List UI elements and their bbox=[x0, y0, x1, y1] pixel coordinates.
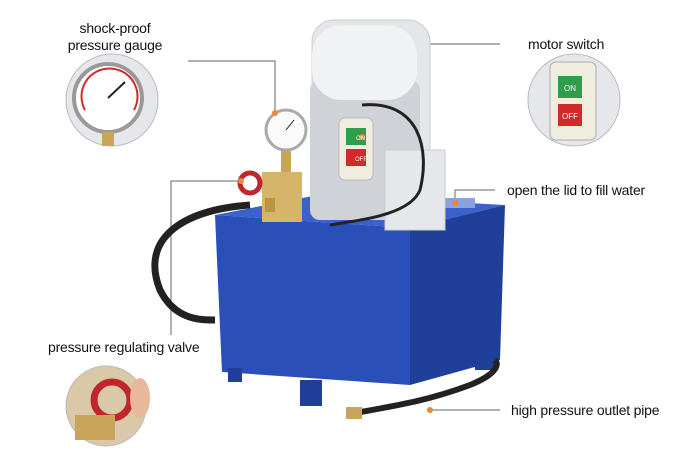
switch-off-text: OFF bbox=[355, 157, 367, 163]
power-cord bbox=[329, 103, 425, 227]
water-tank bbox=[215, 195, 505, 406]
gauge-label-line2: pressure gauge bbox=[67, 37, 163, 53]
hose bbox=[151, 201, 251, 324]
regulating-valve bbox=[237, 170, 302, 222]
valve-label: pressure regulating valve bbox=[48, 339, 200, 355]
gauge-label: shock-proof pressure gauge bbox=[55, 20, 175, 54]
detail-off-text: OFF bbox=[562, 112, 578, 121]
gauge-label-line1: shock-proof bbox=[79, 20, 151, 36]
lid-label: open the lid to fill water bbox=[507, 182, 645, 198]
accent-dots bbox=[238, 110, 458, 413]
detail-on-text: ON bbox=[564, 84, 576, 93]
outlet-label: high pressure outlet pipe bbox=[511, 402, 660, 418]
motor-switch-label: motor switch bbox=[528, 36, 605, 52]
outlet-pipe bbox=[354, 357, 500, 416]
outlet-fitting bbox=[346, 407, 362, 419]
switch-box bbox=[338, 117, 374, 181]
motor bbox=[310, 19, 446, 231]
switch-on-text: ON bbox=[356, 136, 365, 142]
valve-detail-circle bbox=[65, 365, 150, 447]
gauge-detail-circle bbox=[65, 53, 159, 147]
pressure-gauge bbox=[264, 108, 308, 180]
switch-detail-circle bbox=[527, 53, 621, 147]
